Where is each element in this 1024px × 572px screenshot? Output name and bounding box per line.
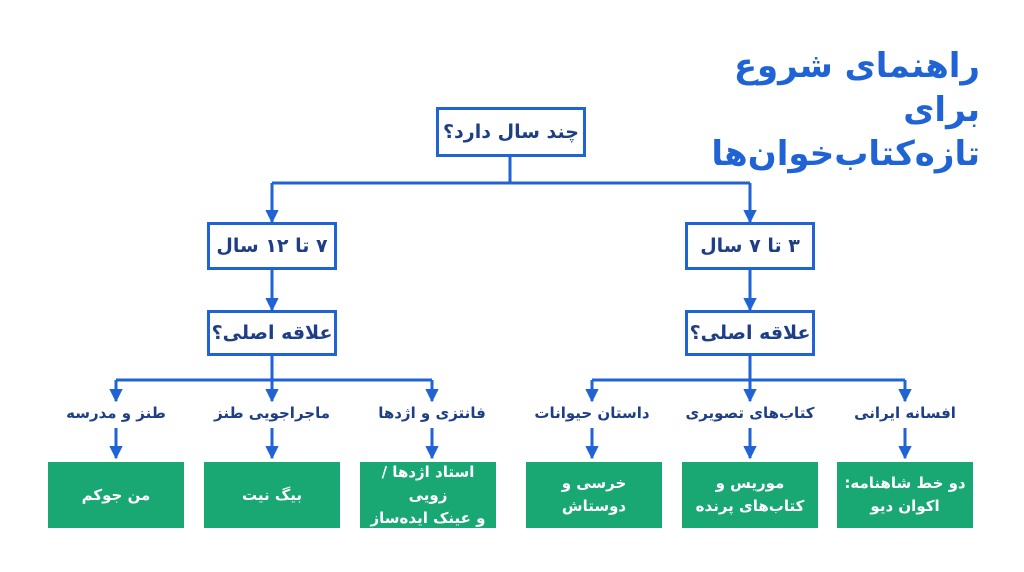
- book-node-akvan-div: دو خط شاهنامه: اکوان دیو: [837, 462, 973, 528]
- book-title: موریس و کتاب‌های پرنده: [695, 474, 805, 515]
- interest-label-animal-stories: داستان حیوانات: [534, 404, 650, 422]
- book-node-maurice: موریس و کتاب‌های پرنده: [682, 462, 818, 528]
- book-node-dragon-master: استاد اژدها / زویی و عینک ایده‌ساز: [360, 462, 496, 528]
- book-node-bear-friends: خرسی و دوستاش: [526, 462, 662, 528]
- book-node-big-nate: بیگ نیت: [204, 462, 340, 528]
- book-title: خرسی و دوستاش: [561, 474, 627, 515]
- age-group-3-7-node: ۳ تا ۷ سال: [685, 222, 815, 270]
- interest-question-node-older: علاقه اصلی؟: [207, 310, 337, 356]
- interest-label-humor-school: طنز و مدرسه: [66, 404, 166, 422]
- book-title: استاد اژدها / زویی و عینک ایده‌ساز: [370, 462, 486, 527]
- interest-label-fantasy-dragons: فانتزی و اژدها: [378, 404, 486, 422]
- interest-question-node-young: علاقه اصلی؟: [685, 310, 815, 356]
- book-title: من جوکم: [81, 485, 151, 504]
- interest-label-persian-tales: افسانه ایرانی: [854, 404, 956, 422]
- book-title: دو خط شاهنامه: اکوان دیو: [844, 474, 966, 515]
- book-node-i-am-a-joke: من جوکم: [48, 462, 184, 528]
- title-line-2: تازه‌کتاب‌خوان‌ها: [711, 134, 980, 174]
- age-question-node: چند سال دارد؟: [436, 107, 586, 157]
- age-group-7-12-node: ۷ تا ۱۲ سال: [207, 222, 337, 270]
- page-title: راهنمای شروع برای تازه‌کتاب‌خوان‌ها: [660, 44, 980, 176]
- book-title: بیگ نیت: [242, 485, 302, 504]
- interest-label-picture-books: کتاب‌های تصویری: [685, 404, 815, 422]
- interest-label-funny-adventure: ماجراجویی طنز: [213, 404, 331, 422]
- title-line-1: راهنمای شروع برای: [733, 46, 980, 130]
